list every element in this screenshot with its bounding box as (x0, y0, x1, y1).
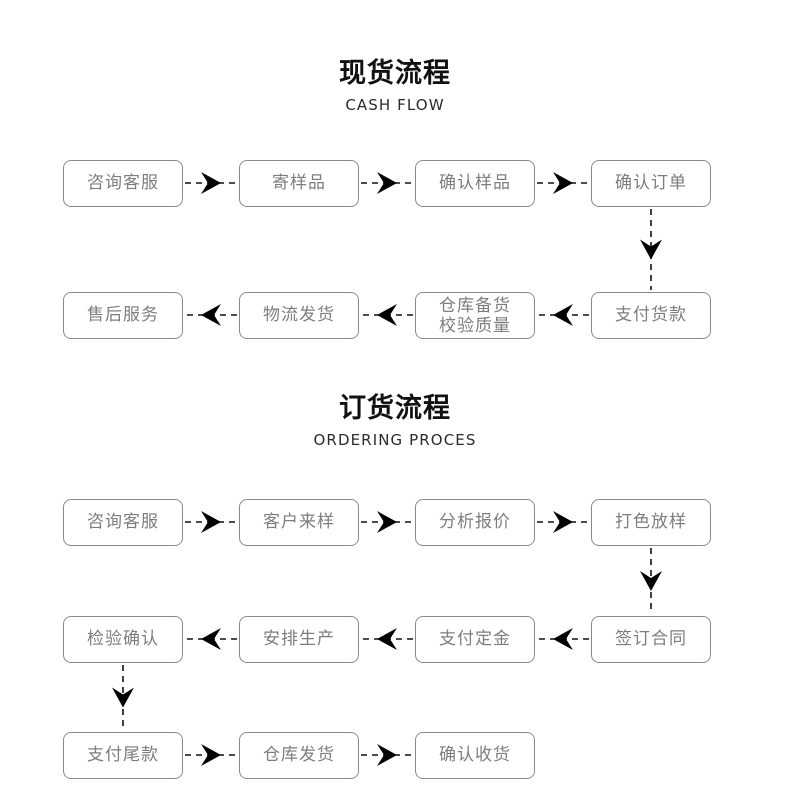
flow-edge-cf-e7 (185, 304, 237, 326)
flow-edge-cf-e3 (537, 172, 589, 194)
flow-node-label: 售后服务 (87, 305, 159, 325)
flow-edge-op-e10 (361, 744, 413, 766)
flow-node-label: 仓库发货 (263, 745, 335, 765)
flow-edge-cf-e5 (537, 304, 589, 326)
flow-node-cf-1[interactable]: 咨询客服 (63, 160, 183, 207)
flow-node-label: 物流发货 (263, 305, 335, 325)
flow-node-op-9[interactable]: 仓库发货 (239, 732, 359, 779)
flow-node-label: 确认订单 (615, 173, 687, 193)
arrow-head-down-icon (112, 687, 134, 708)
arrow-head-right-icon (201, 511, 221, 533)
flow-edge-op-e1 (185, 511, 237, 533)
section-subtitle-en: ORDERING PROCES (313, 431, 477, 449)
flow-edge-op-e3 (537, 511, 589, 533)
flow-node-label: 确认样品 (439, 173, 511, 193)
arrow-head-right-icon (201, 172, 221, 194)
flow-edge-op-e8 (112, 665, 134, 730)
flow-node-label: 寄样品 (272, 173, 326, 193)
flow-node-cf-4[interactable]: 确认订单 (591, 160, 711, 207)
arrow-head-left-icon (377, 628, 397, 650)
flow-node-op-1[interactable]: 客户来样 (239, 499, 359, 546)
flow-node-cf-7[interactable]: 物流发货 (239, 292, 359, 339)
arrow-head-right-icon (201, 744, 221, 766)
flow-edge-op-e2 (361, 511, 413, 533)
flow-node-label: 咨询客服 (87, 512, 159, 532)
arrow-head-right-icon (377, 744, 397, 766)
section-title-cn: 现货流程 (339, 58, 451, 89)
flow-edge-op-e9 (185, 744, 237, 766)
flow-node-label: 咨询客服 (87, 173, 159, 193)
arrow-head-left-icon (377, 304, 397, 326)
flow-node-op-6[interactable]: 安排生产 (239, 616, 359, 663)
flow-node-label: 检验确认 (87, 629, 159, 649)
flow-node-cf-6[interactable]: 仓库备货 校验质量 (415, 292, 535, 339)
flow-edge-op-e7 (185, 628, 237, 650)
arrow-head-left-icon (553, 628, 573, 650)
arrow-head-left-icon (201, 304, 221, 326)
flow-node-op-0[interactable]: 咨询客服 (63, 499, 183, 546)
section-subtitle-en: CASH FLOW (345, 96, 445, 114)
flow-edge-op-e6 (361, 628, 413, 650)
flow-node-label: 确认收货 (439, 745, 511, 765)
flow-node-label: 安排生产 (263, 629, 335, 649)
flow-node-op-3[interactable]: 打色放样 (591, 499, 711, 546)
flow-node-op-8[interactable]: 支付尾款 (63, 732, 183, 779)
flow-node-label: 客户来样 (263, 512, 335, 532)
flow-node-op-10[interactable]: 确认收货 (415, 732, 535, 779)
flow-node-op-4[interactable]: 签订合同 (591, 616, 711, 663)
flow-node-cf-3[interactable]: 确认样品 (415, 160, 535, 207)
arrow-head-left-icon (201, 628, 221, 650)
flow-node-cf-5[interactable]: 支付货款 (591, 292, 711, 339)
flow-node-label: 支付货款 (615, 305, 687, 325)
flow-node-label: 支付定金 (439, 629, 511, 649)
flow-edge-cf-e2 (361, 172, 413, 194)
flow-edge-cf-e4 (640, 209, 662, 290)
arrow-head-down-icon (640, 239, 662, 260)
flow-node-label: 分析报价 (439, 512, 511, 532)
arrow-head-right-icon (377, 172, 397, 194)
arrow-head-right-icon (553, 172, 573, 194)
flow-node-op-7[interactable]: 检验确认 (63, 616, 183, 663)
flow-node-cf-2[interactable]: 寄样品 (239, 160, 359, 207)
flow-edge-cf-e6 (361, 304, 413, 326)
flow-node-label: 支付尾款 (87, 745, 159, 765)
arrow-head-right-icon (553, 511, 573, 533)
arrow-head-down-icon (640, 571, 662, 591)
section-title-cash-flow: 现货流程 CASH FLOW (0, 58, 790, 115)
flow-node-label: 签订合同 (615, 629, 687, 649)
arrow-head-left-icon (553, 304, 573, 326)
flow-node-op-2[interactable]: 分析报价 (415, 499, 535, 546)
flow-node-label: 仓库备货 校验质量 (439, 295, 511, 336)
flow-node-cf-8[interactable]: 售后服务 (63, 292, 183, 339)
section-title-ordering-process: 订货流程 ORDERING PROCES (0, 393, 790, 450)
flow-edge-op-e4 (640, 548, 662, 614)
section-title-cn: 订货流程 (339, 393, 451, 424)
flow-node-op-5[interactable]: 支付定金 (415, 616, 535, 663)
flow-edge-op-e5 (537, 628, 589, 650)
flow-edge-cf-e1 (185, 172, 237, 194)
flow-node-label: 打色放样 (615, 512, 687, 532)
arrow-head-right-icon (377, 511, 397, 533)
